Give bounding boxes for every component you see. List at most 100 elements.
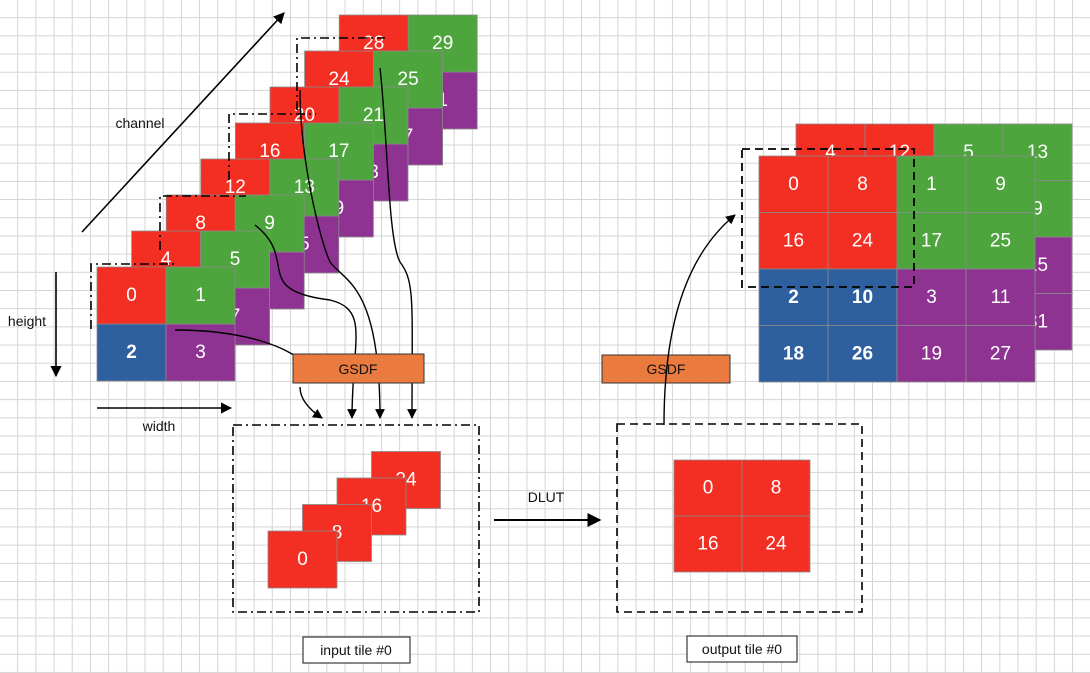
height-label: height	[8, 313, 46, 329]
output-tile-cells: 0 8 16 24	[673, 459, 811, 573]
gsdf-label-right: GSDF	[647, 361, 686, 377]
output-cell-r2-c2: 3	[896, 268, 967, 326]
input-channel-2-top-right-label: 9	[264, 213, 275, 234]
curve-from-tile-24	[379, 67, 417, 419]
output-cell-r1-c1-bg	[827, 212, 898, 270]
input-channel-0-top-left: 0	[96, 266, 167, 325]
curve-into-tile-a	[299, 386, 323, 419]
output-tile-cell-0: 0	[673, 459, 743, 517]
output-tile-cell-1: 8	[741, 459, 811, 517]
input-channel-1-top-left-label: 4	[161, 249, 172, 270]
output-cell-r1-c0: 16	[758, 212, 829, 270]
input-channel-6-top-right-label: 25	[398, 69, 419, 90]
tile-outline-24	[296, 37, 385, 110]
output-tile-cell-3-bg	[741, 515, 811, 573]
output-cell-r0-c3: 9	[965, 155, 1036, 213]
output-cell-r0-c3-label: 9	[995, 174, 1006, 195]
input-channel-4-top-left-label: 16	[259, 141, 280, 162]
input-tile-caption-box	[302, 636, 411, 664]
input-tile-cell-0-bg	[267, 530, 338, 589]
output-tile-cell-3: 24	[741, 515, 811, 573]
input-channel-1-top-right-label: 5	[230, 249, 241, 270]
output-cell-r3-c3-bg	[965, 325, 1036, 383]
input-channel-7-top-right-label: 29	[432, 33, 453, 54]
output-tile-cell-0-bg	[673, 459, 743, 517]
output-cell-r0-c3-bg	[965, 155, 1036, 213]
output-cell-r0-c0-label: 0	[788, 174, 799, 195]
input-channel-3-top-left-label: 12	[225, 177, 246, 198]
output-tile-cell-1-label: 8	[771, 478, 782, 499]
output-cell-r3-c0: 18	[758, 325, 829, 383]
input-channel-2-top-left-label: 8	[195, 213, 206, 234]
output-tile-cell-2-label: 16	[697, 534, 718, 555]
output-cell-r2-c1-bg	[827, 268, 898, 326]
input-channel-4-top-right-label: 17	[328, 141, 349, 162]
output-tile-cell-0-label: 0	[703, 478, 714, 499]
input-channel-0-bottom-left-label: 2	[126, 342, 137, 363]
output-cell-r0-c1: 8	[827, 155, 898, 213]
output-cell-r3-c3: 27	[965, 325, 1036, 383]
output-cell-r3-c2-label: 19	[921, 343, 942, 364]
input-tile-outlines	[90, 37, 385, 329]
output-cell-r0-c2-bg	[896, 155, 967, 213]
output-cell-r1-c3-bg	[965, 212, 1036, 270]
output-cell-r2-c3: 11	[965, 268, 1036, 326]
output-cell-r3-c0-bg	[758, 325, 829, 383]
input-channel-0-bottom-left-bg	[96, 323, 167, 382]
output-cell-r1-c2-label: 17	[921, 230, 942, 251]
input-channel-0-bottom-left: 2	[96, 323, 167, 382]
scatter-curve	[663, 214, 736, 426]
output-cell-r3-c2: 19	[896, 325, 967, 383]
curve-from-tile-16	[299, 89, 385, 419]
output-cell-r1-c3-label: 25	[990, 230, 1011, 251]
output-tile-outline	[741, 148, 915, 288]
output-tile-caption-box	[686, 635, 798, 663]
input-channel-0-top-left-label: 0	[126, 285, 137, 306]
output-tile-cell-2-bg	[673, 515, 743, 573]
channel-axis-arrow	[81, 12, 285, 233]
input-channel-0-bottom-right-label: 3	[195, 342, 206, 363]
tile-outline-16	[228, 113, 316, 180]
output-cell-r0-c0-bg	[758, 155, 829, 213]
output-cell-r0-c1-label: 8	[857, 174, 868, 195]
output-tile-box	[616, 423, 863, 613]
output-cell-r2-c2-label: 3	[926, 287, 937, 308]
gsdf-label-left: GSDF	[339, 361, 378, 377]
output-cell-r1-c0-bg	[758, 212, 829, 270]
axis-arrows	[50, 12, 285, 414]
output-cell-r3-c1-label: 26	[852, 343, 873, 364]
output-back-cell-0-label: 4	[825, 142, 836, 163]
output-cell-r1-c3: 25	[965, 212, 1036, 270]
output-tile-cell-3-label: 24	[765, 534, 787, 555]
input-tile-cell-0-label: 0	[297, 549, 308, 570]
output-cell-r2-c1: 10	[827, 268, 898, 326]
input-tile-box	[232, 424, 480, 613]
input-channel-5-top-right-label: 21	[363, 105, 384, 126]
output-cell-r0-c0: 0	[758, 155, 829, 213]
output-cell-r3-c1: 26	[827, 325, 898, 383]
input-channel-0-top-right: 1	[165, 266, 236, 325]
output-back-side-0-label: 9	[1032, 198, 1043, 219]
output-cell-r0-c2-label: 1	[926, 174, 937, 195]
input-channel-0-top-right-bg	[165, 266, 236, 325]
input-channel-0-top-left-bg	[96, 266, 167, 325]
output-cell-r2-c0-bg	[758, 268, 829, 326]
output-cell-r2-c3-label: 11	[991, 287, 1011, 308]
output-back-cell-2-label: 5	[963, 142, 974, 163]
output-cell-r1-c1: 24	[827, 212, 898, 270]
output-cell-r3-c3-label: 27	[990, 343, 1011, 364]
input-channel-6-top-left-label: 24	[329, 69, 351, 90]
dlut-label: DLUT	[528, 489, 565, 505]
input-tile-cell-0: 0	[267, 530, 338, 589]
output-cell-r3-c0-label: 18	[783, 343, 804, 364]
output-tile-cell-1-bg	[741, 459, 811, 517]
input-tile-cells: 241680	[267, 451, 441, 589]
output-cell-r2-c0-label: 2	[788, 287, 799, 308]
output-cell-r1-c2: 17	[896, 212, 967, 270]
output-cell-r2-c0: 2	[758, 268, 829, 326]
input-channel-5-top-left-label: 20	[294, 105, 315, 126]
input-channel-stack: 1282972425320219161751213897452301	[96, 14, 478, 382]
width-label: width	[142, 418, 176, 434]
